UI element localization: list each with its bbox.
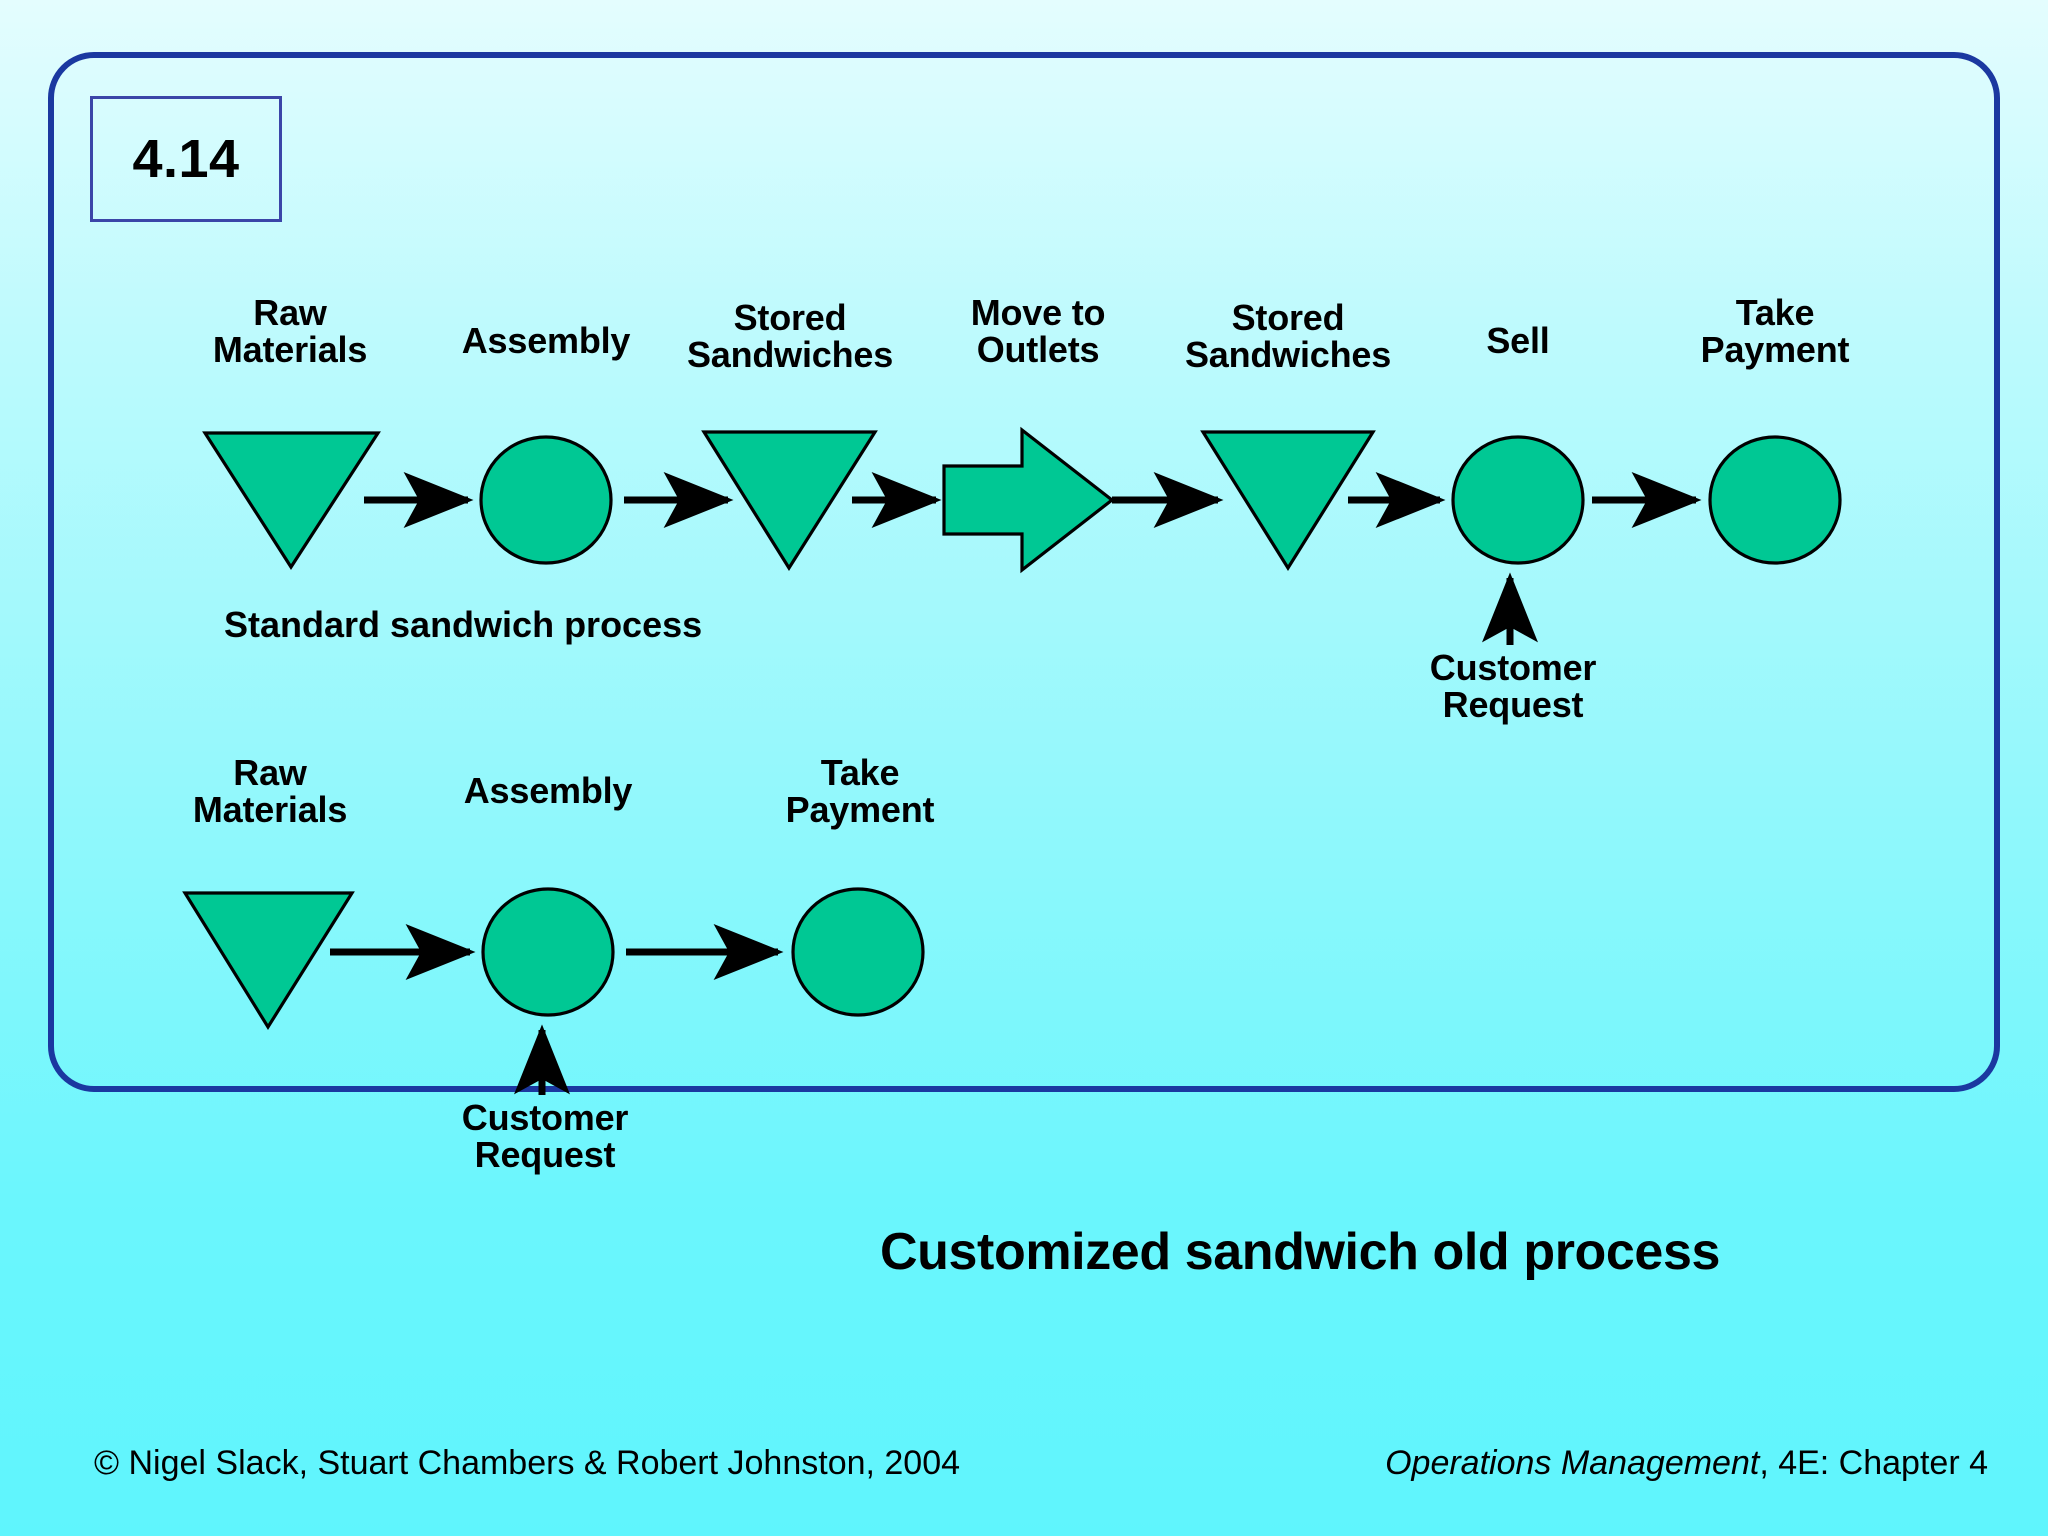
label-move-to-outlets: Move to Outlets [970, 292, 1106, 370]
label-sell: Sell [1486, 320, 1550, 361]
footer-book-title: Operations Management [1385, 1444, 1760, 1482]
shape-circle-assembly-row1[interactable] [479, 435, 613, 565]
shape-block-arrow-move-to-outlets[interactable] [942, 426, 1115, 574]
shape-circle-take-payment-row2[interactable] [791, 887, 925, 1017]
label-stored-sandwiches-2: Stored Sandwiches [1184, 297, 1392, 375]
caption-standard-sandwich-process: Standard sandwich process [224, 604, 703, 645]
caption-customized-sandwich-old-process: Customized sandwich old process [880, 1223, 1720, 1281]
footer-copyright: © Nigel Slack, Stuart Chambers & Robert … [94, 1444, 961, 1482]
label-take-payment-row2: Take Payment [785, 752, 935, 830]
shape-circle-take-payment-row1[interactable] [1708, 435, 1842, 565]
label-take-payment-row1: Take Payment [1700, 292, 1850, 370]
label-assembly-row2: Assembly [463, 770, 633, 811]
label-assembly-row1: Assembly [461, 320, 631, 361]
shape-circle-assembly-row2[interactable] [481, 887, 615, 1017]
shape-triangle-raw-materials-row2[interactable] [182, 891, 355, 1031]
slide-number: 4.14 [132, 129, 240, 189]
label-customer-request-row1: Customer Request [1429, 647, 1597, 725]
label-customer-request-row2: Customer Request [461, 1097, 629, 1175]
shape-triangle-stored-sandwiches-2[interactable] [1200, 430, 1376, 572]
slide-number-box: 4.14 [90, 96, 282, 222]
shape-triangle-raw-materials-row1[interactable] [202, 431, 381, 570]
label-raw-materials-row2: Raw Materials [192, 752, 348, 830]
shape-triangle-stored-sandwiches-1[interactable] [701, 430, 878, 572]
slide-frame-border [48, 52, 2000, 1092]
label-raw-materials-row1: Raw Materials [212, 292, 368, 370]
footer-book-chapter: , 4E: Chapter 4 [1759, 1444, 1988, 1482]
footer-book-reference: Operations Management, 4E: Chapter 4 [1385, 1444, 1988, 1483]
shape-circle-sell[interactable] [1451, 435, 1585, 565]
label-stored-sandwiches-1: Stored Sandwiches [686, 297, 894, 375]
